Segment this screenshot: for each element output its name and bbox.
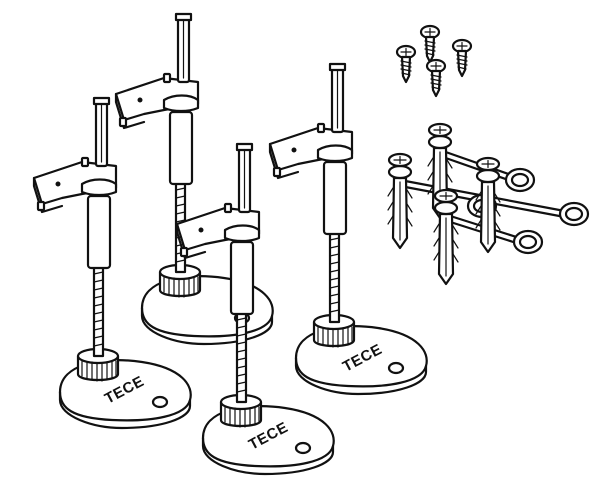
leveling-foot-back-right: TECE	[268, 62, 428, 396]
wall-plug-icon	[386, 152, 414, 250]
wall-plugs-group	[386, 122, 590, 286]
wall-plug-icon	[432, 188, 460, 286]
screw-icon	[419, 24, 441, 64]
washer-icon	[504, 167, 536, 193]
washer-icon	[512, 229, 544, 255]
screw-icon	[395, 44, 417, 84]
screws-group	[395, 24, 473, 98]
screw-icon	[451, 38, 473, 78]
screw-icon	[425, 58, 447, 98]
leveling-foot-front-left: TECE	[32, 96, 192, 430]
washer-icon	[558, 201, 590, 227]
leveling-foot-front-center: TECE	[175, 142, 335, 476]
